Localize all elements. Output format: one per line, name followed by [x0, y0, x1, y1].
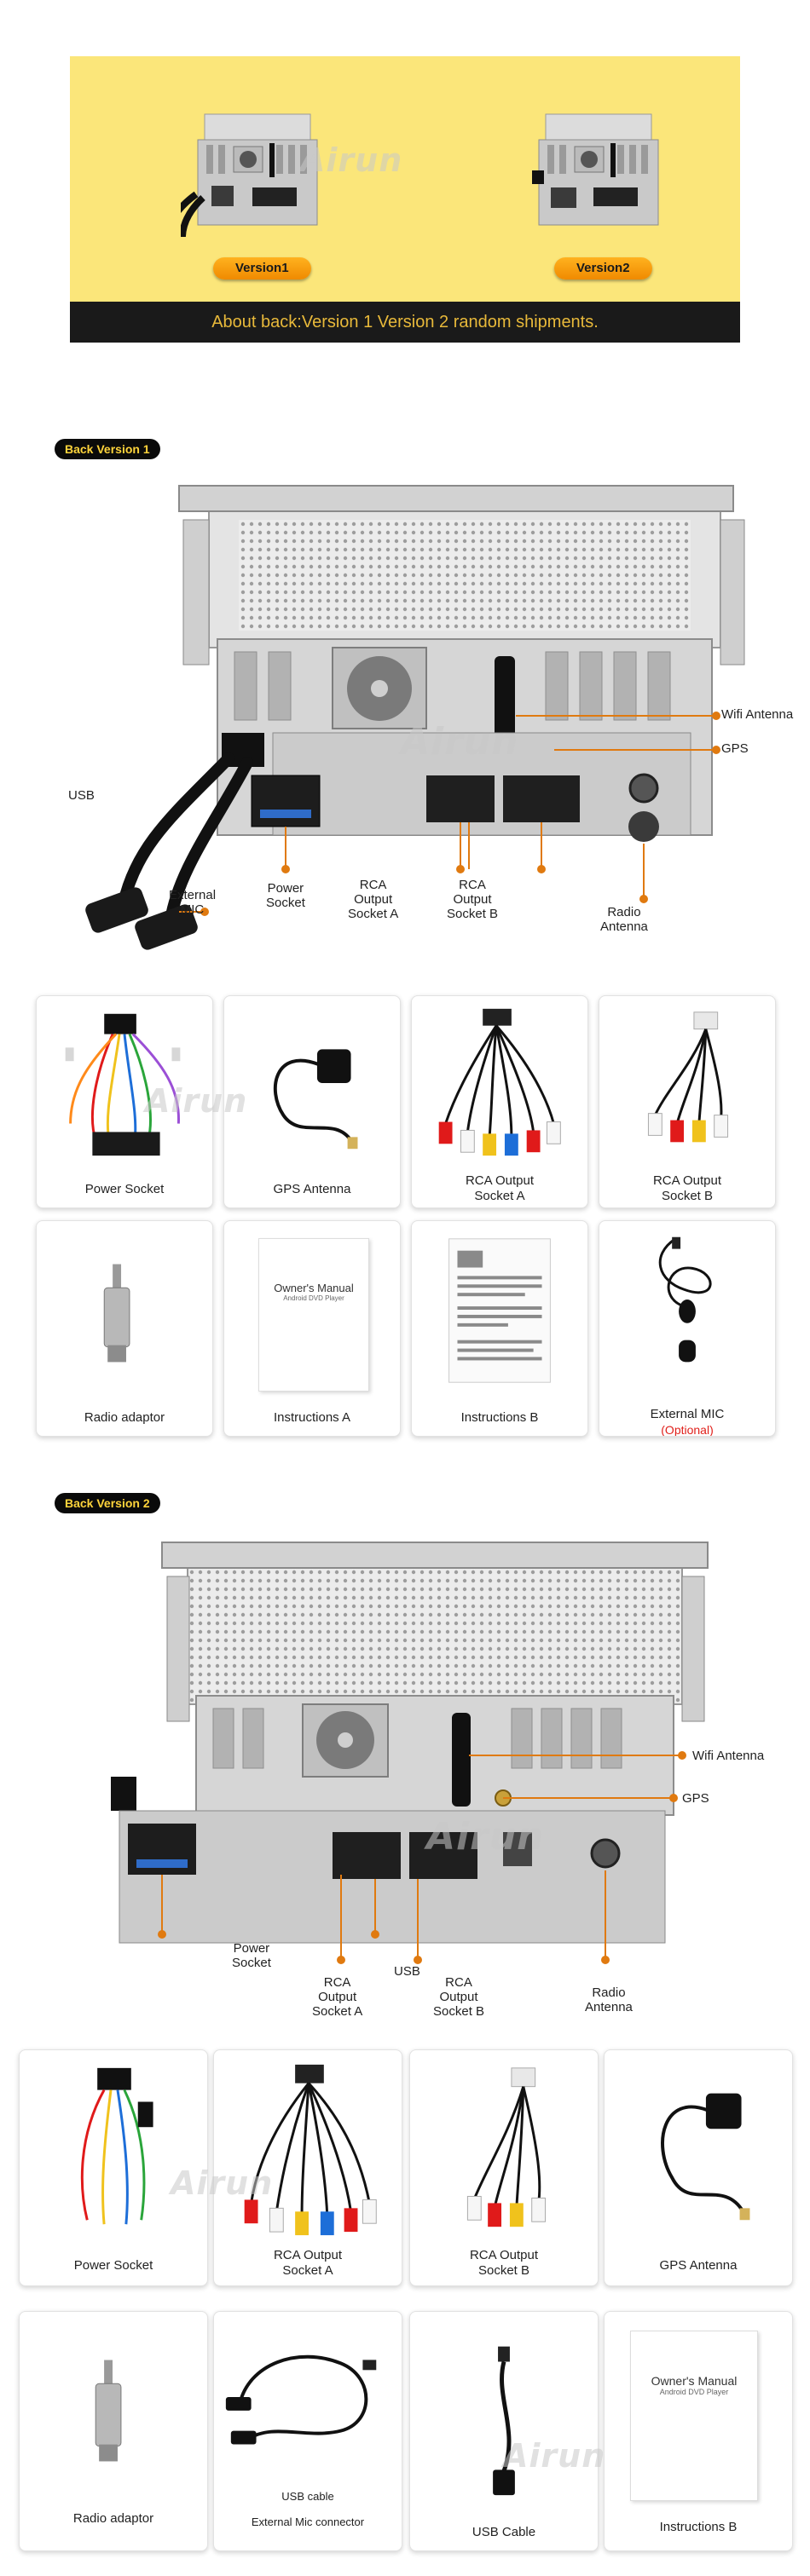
card-external-mic: External MIC (Optional) [599, 1220, 776, 1437]
card-usb-cable: USB Cable [409, 2311, 599, 2551]
card-power-socket: Power Socket [36, 995, 213, 1208]
callout-power-socket-v2: Power Socket [232, 1941, 271, 1970]
card-label: Instructions B [460, 1410, 539, 1425]
manual-cover: Owner's Manual Android DVD Player [630, 2331, 758, 2501]
card-label: Power Socket [84, 1182, 165, 1196]
card-label-text: External MIC [650, 1407, 725, 1421]
card-rca-output-b: RCA Output Socket B [599, 995, 776, 1208]
callout-rca-b: RCA Output Socket B [447, 878, 499, 921]
card-power-socket-v2: Power Socket [19, 2049, 208, 2286]
callout-wifi-antenna: Wifi Antenna [721, 707, 794, 722]
callout-rca-b-v2: RCA Output Socket B [433, 1975, 485, 2019]
version2-unit-image [532, 113, 659, 226]
power-socket-harness-image [65, 1013, 181, 1156]
version1-pill: Version1 [213, 257, 311, 279]
card-instructions-b: Instructions B [411, 1220, 588, 1437]
card-label: USB Cable [472, 2525, 536, 2539]
back-version2-diagram [111, 1542, 709, 1964]
rca-b-v2-image [466, 2067, 547, 2227]
manual-subtitle: Android DVD Player [283, 1294, 344, 1302]
card-label: Radio adaptor [72, 2511, 154, 2526]
gps-antenna-v2-image [661, 2093, 750, 2221]
back-version1-diagram [85, 485, 745, 950]
callout-power-socket: Power Socket [266, 881, 305, 910]
card-rca-output-b-v2: RCA Output Socket B [409, 2049, 599, 2286]
section2-tag: Back Version 2 [55, 1493, 160, 1513]
card-gps-antenna: GPS Antenna [223, 995, 401, 1208]
radio-adaptor-image [103, 1264, 130, 1363]
external-mic-image [658, 1236, 712, 1363]
card-label: RCA Output Socket B [469, 2248, 539, 2278]
card-label: Instructions A [273, 1410, 351, 1425]
card-label: RCA Output Socket A [465, 1173, 535, 1203]
callout-external-mic: External MIC [169, 888, 217, 917]
section1-tag: Back Version 1 [55, 439, 160, 459]
manual-cover: Owner's Manual Android DVD Player [258, 1238, 369, 1392]
card-instructions-b-v2: Owner's Manual Android DVD Player Instru… [604, 2311, 793, 2551]
instructions-b-sheet-image [448, 1238, 551, 1383]
version2-pill: Version2 [554, 257, 652, 279]
manual-subtitle: Android DVD Player [659, 2388, 729, 2396]
card-usb-mic-cable: USB cable External Mic connector [213, 2311, 402, 2551]
card-radio-adaptor-v2: Radio adaptor [19, 2311, 208, 2551]
card-label: GPS Antenna [659, 2258, 738, 2273]
rca-b-cable-image [647, 1011, 729, 1143]
callout-rca-a-v2: RCA Output Socket A [312, 1975, 363, 2019]
card-label-secondary: External Mic connector [251, 2515, 365, 2528]
card-label: Power Socket [73, 2258, 153, 2273]
radio-adaptor-v2-image [95, 2360, 122, 2462]
callout-rca-a: RCA Output Socket A [348, 878, 399, 921]
callout-usb: USB [68, 788, 95, 803]
card-rca-output-a: RCA Output Socket A [411, 995, 588, 1208]
card-label: GPS Antenna [273, 1182, 351, 1196]
card-label: Instructions B [659, 2520, 738, 2534]
banner-note: About back:Version 1 Version 2 random sh… [70, 302, 740, 343]
card-label: Radio adaptor [84, 1410, 165, 1425]
power-socket-v2-image [80, 2067, 153, 2225]
callout-wifi-antenna-v2: Wifi Antenna [692, 1749, 765, 1763]
rca-a-v2-image [244, 2064, 377, 2236]
callout-radio-antenna-v2: Radio Antenna [585, 1985, 633, 2014]
card-label: External MIC (Optional) [599, 1392, 775, 1437]
card-radio-adaptor: Radio adaptor [36, 1220, 213, 1437]
card-label: RCA Output Socket A [273, 2248, 343, 2278]
card-instructions-a: Owner's Manual Android DVD Player Instru… [223, 1220, 401, 1437]
manual-title: Owner's Manual [274, 1282, 354, 1294]
card-gps-antenna-v2: GPS Antenna [604, 2049, 793, 2286]
card-label: USB cable [281, 2490, 334, 2503]
version-banner: Version1 Version2 Airun About back:Versi… [70, 56, 740, 343]
manual-title: Owner's Manual [651, 2374, 738, 2388]
callout-gps-v2: GPS [682, 1791, 709, 1806]
callout-usb-v2: USB [394, 1964, 420, 1979]
callout-gps: GPS [721, 741, 749, 756]
card-rca-output-a-v2: RCA Output Socket A [213, 2049, 402, 2286]
usb-cable-image [493, 2346, 515, 2496]
rca-a-cable-image [438, 1008, 561, 1156]
version1-unit-image [181, 113, 318, 237]
callout-radio-antenna: Radio Antenna [600, 905, 648, 934]
optional-note: (Optional) [661, 1423, 714, 1437]
usb-mic-cable-image [225, 2354, 377, 2445]
card-label: RCA Output Socket B [652, 1173, 722, 1203]
gps-antenna-image [273, 1049, 358, 1150]
